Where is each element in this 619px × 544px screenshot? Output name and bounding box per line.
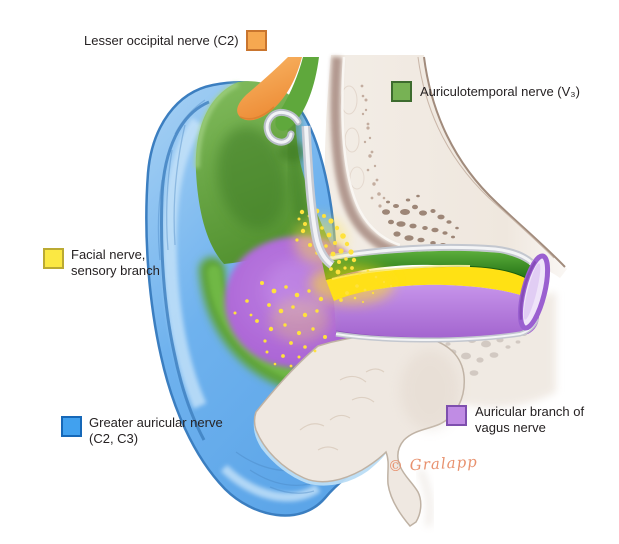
swatch-auricular-branch-vagus xyxy=(446,405,467,426)
swatch-facial-nerve xyxy=(43,248,64,269)
label-facial-line2: sensory branch xyxy=(71,263,160,278)
label-facial-nerve: Facial nerve, sensory branch xyxy=(71,247,160,279)
label-lesser-occipital-nerve: Lesser occipital nerve (C2) xyxy=(84,33,239,49)
swatch-auriculotemporal-nerve xyxy=(391,81,412,102)
label-greater-auricular-line1: Greater auricular nerve xyxy=(89,415,223,430)
label-facial-line1: Facial nerve, xyxy=(71,247,146,262)
label-greater-auricular-nerve: Greater auricular nerve (C2, C3) xyxy=(89,415,223,447)
label-vagus-line1: Auricular branch of xyxy=(475,404,585,419)
lesser-occipital-region xyxy=(237,57,302,121)
swatch-greater-auricular-nerve xyxy=(61,416,82,437)
lobule-bone xyxy=(253,333,465,527)
label-auricular-branch-vagus: Auricular branch of vagus nerve xyxy=(475,404,584,436)
auriculotemporal-region xyxy=(194,57,340,264)
label-lesser-occipital-text: Lesser occipital nerve (C2) xyxy=(84,33,239,48)
bone-texture-lines xyxy=(299,368,385,451)
facial-nerve-speckles xyxy=(233,205,394,368)
label-vagus-line2: vagus nerve xyxy=(475,420,546,435)
cartilage xyxy=(263,108,335,269)
swatch-lesser-occipital-nerve xyxy=(246,30,267,51)
label-auriculotemporal-nerve: Auriculotemporal nerve (V₃) xyxy=(420,84,580,100)
canal-green-stripe xyxy=(322,250,533,281)
bone-trabeculae-small xyxy=(360,84,386,208)
label-greater-auricular-line2: (C2, C3) xyxy=(89,431,139,446)
blue-hatching xyxy=(157,99,315,494)
canal-purple-stripe xyxy=(334,284,540,340)
eardrum xyxy=(517,253,551,331)
label-auriculotemporal-text: Auriculotemporal nerve (V₃) xyxy=(420,84,580,99)
